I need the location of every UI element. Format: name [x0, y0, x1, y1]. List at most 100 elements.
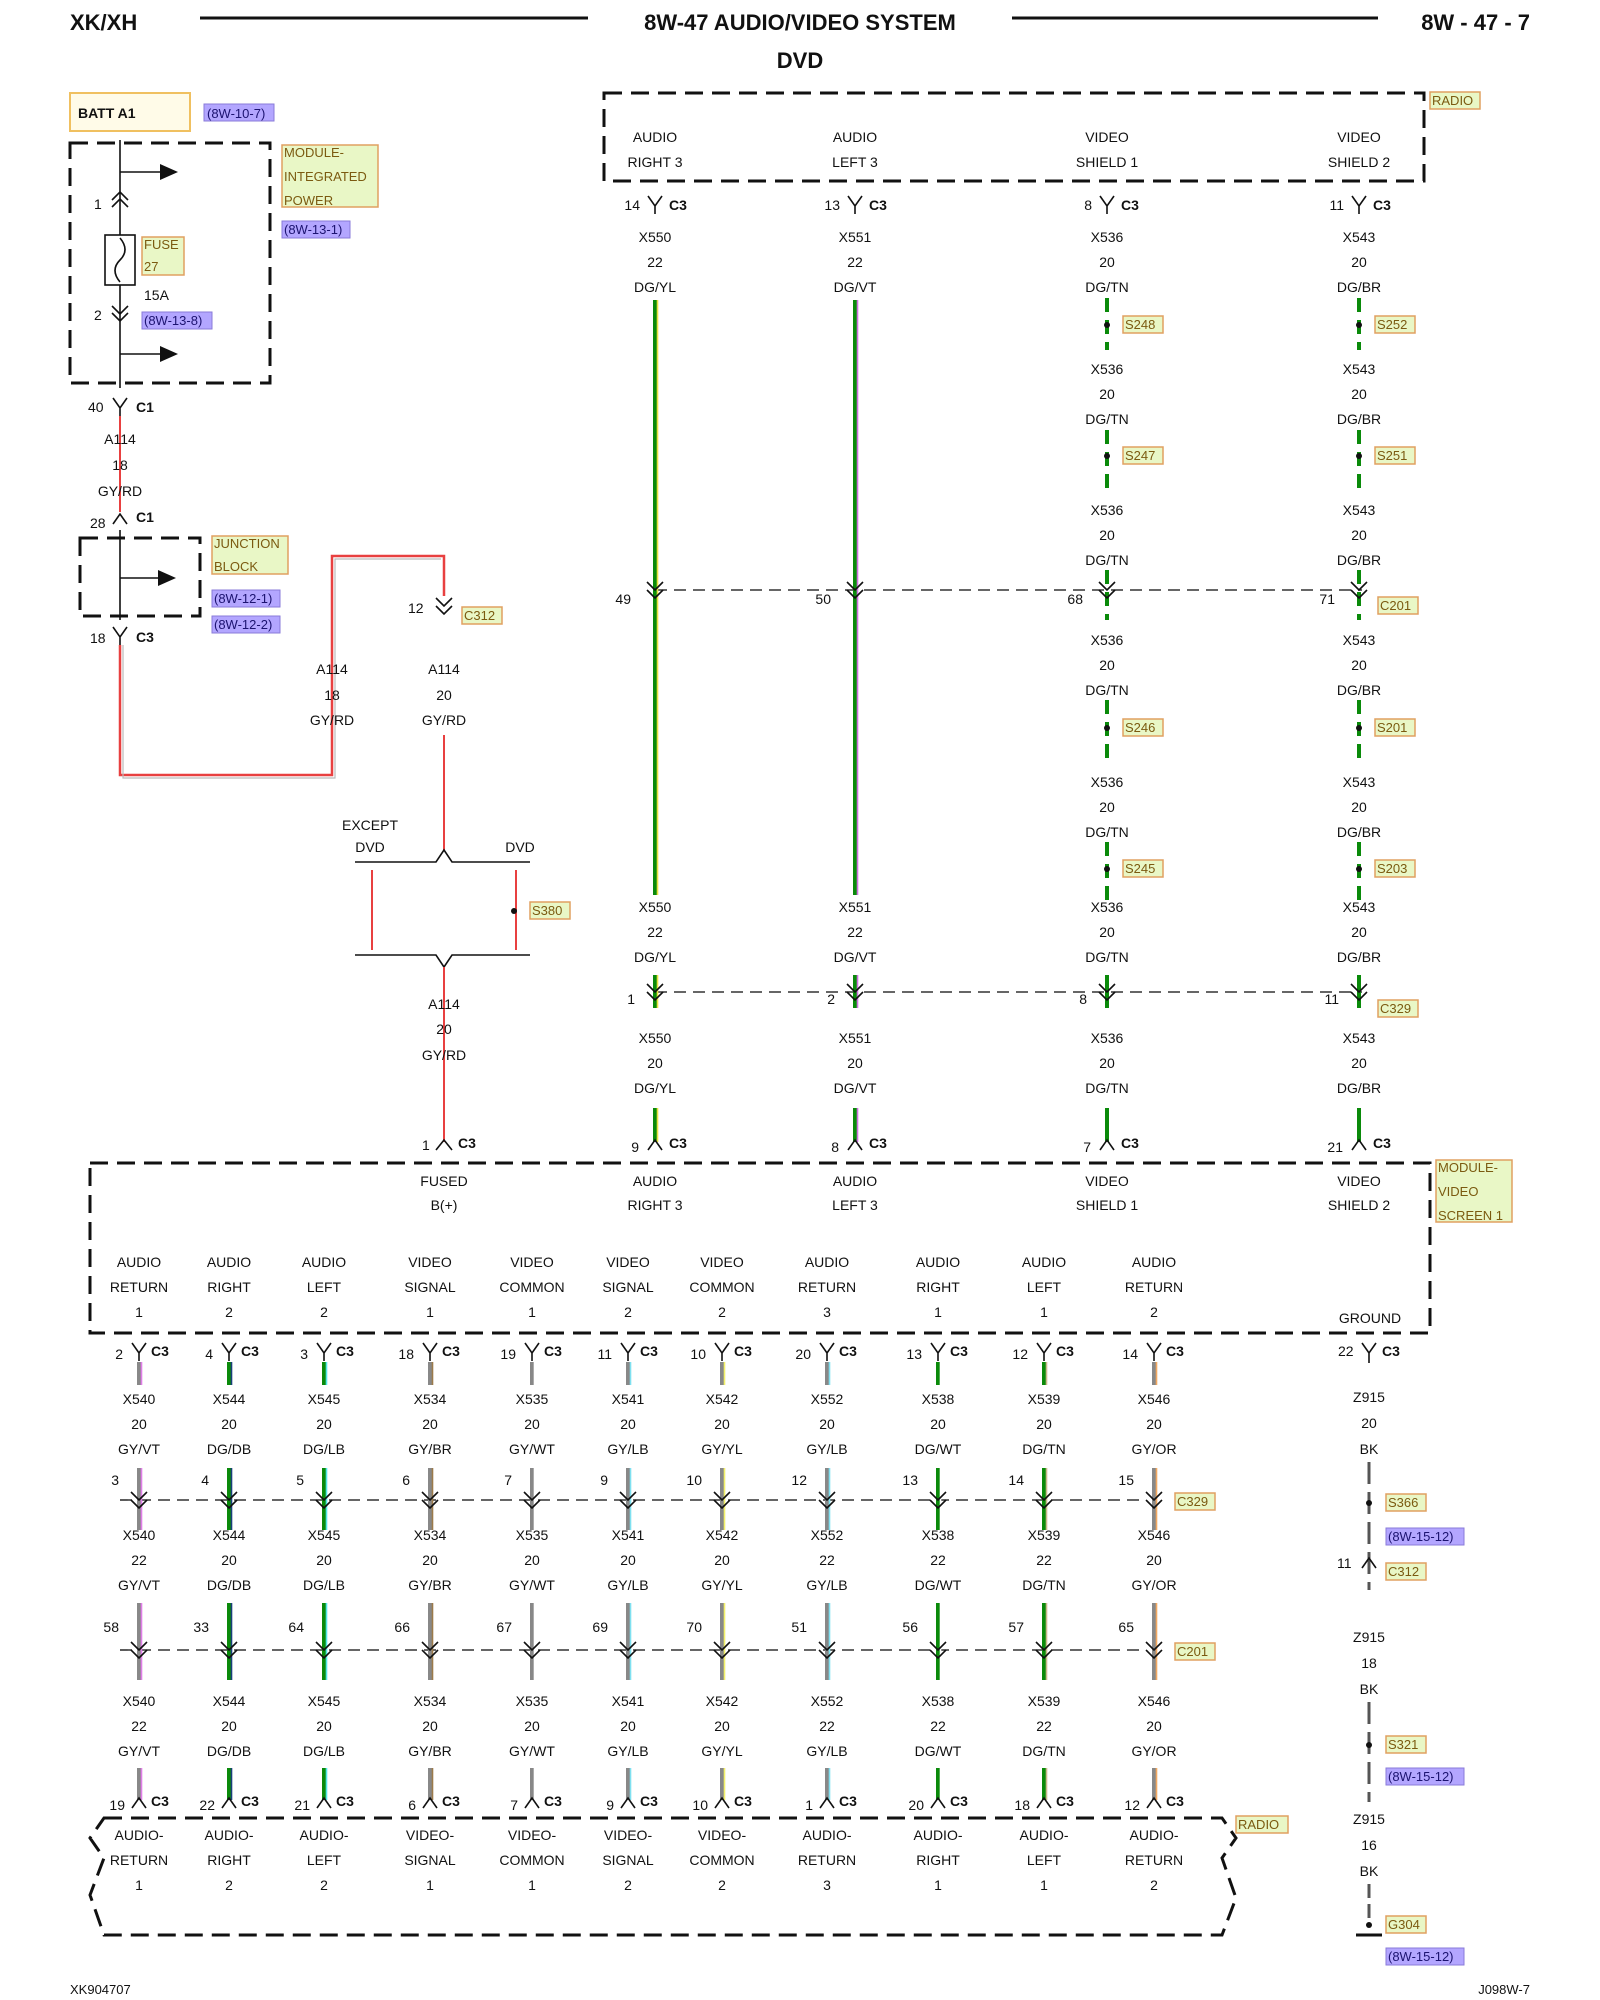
radio-wire-b-name: X543 [1343, 361, 1376, 377]
ipm-arrowhead-2 [160, 346, 178, 362]
vsm-pin-label-2: 2 [624, 1304, 632, 1320]
radio-wire-g-color: DG/BR [1337, 1080, 1381, 1096]
bottom-c201-symbol [929, 1641, 947, 1660]
bottom-w1-gauge: 20 [524, 1416, 540, 1432]
bottom-w1-gauge: 20 [714, 1416, 730, 1432]
bottom-w1-name: X535 [516, 1391, 549, 1407]
g304-ref[interactable]: (8W-15-12) [1388, 1949, 1454, 1964]
ipm-ref[interactable]: (8W-13-1) [284, 222, 342, 237]
wire-a114-jb-loop [118, 554, 446, 777]
vsm-bottom-pin-symbol [714, 1342, 730, 1361]
bottom-w2-name: X535 [516, 1527, 549, 1543]
c201-pin: 71 [1319, 591, 1335, 607]
fuse-ref-tag[interactable] [141, 311, 213, 330]
radio-bottom-conn: C3 [734, 1793, 752, 1809]
s366-ref-tag[interactable] [1385, 1527, 1465, 1546]
c1-40-symbol [112, 397, 128, 416]
radio-wire-f-gauge: 22 [847, 924, 863, 940]
c329-top-tag [1377, 999, 1419, 1018]
bottom-w1-color: GY/LB [607, 1441, 648, 1457]
radio-wire-a-color: DG/TN [1085, 279, 1129, 295]
bottom-c329-symbol [523, 1491, 541, 1510]
bottom-w2-gauge: 20 [221, 1552, 237, 1568]
radio-wire-d-gauge: 20 [1099, 657, 1115, 673]
bottom-w2-color: DG/DB [207, 1577, 251, 1593]
radio-bottom-conn: C3 [1166, 1793, 1184, 1809]
bottom-c329-pin: 15 [1118, 1472, 1134, 1488]
header-page: 8W - 47 - 7 [1421, 10, 1530, 35]
c329-pin: 11 [1324, 991, 1339, 1007]
radio-wire-e-color: DG/TN [1085, 824, 1129, 840]
bottom-c329-symbol [818, 1491, 836, 1510]
bottom-c201-symbol [1035, 1641, 1053, 1660]
s321-ref-tag[interactable] [1385, 1767, 1465, 1786]
bottom-w3-gauge: 20 [524, 1718, 540, 1734]
vsm-pin-label-2: 2 [718, 1304, 726, 1320]
wire-a114-1-name: A114 [104, 431, 136, 447]
bottom-w1-name: X545 [308, 1391, 341, 1407]
bottom-w3-name: X539 [1028, 1693, 1061, 1709]
bottom-c201-pin: 51 [791, 1619, 807, 1635]
fuse-tag-1: FUSE [144, 237, 179, 252]
fuse-tag-2: 27 [144, 259, 158, 274]
radio-wire-g-gauge: 20 [1099, 1055, 1115, 1071]
vsm-bottom-pin-symbol [221, 1342, 237, 1361]
radio-wire-b-gauge: 20 [1099, 386, 1115, 402]
radio-bottom-pin: 19 [109, 1797, 125, 1813]
g304-ref-tag[interactable] [1385, 1947, 1465, 1966]
radio-pin-symbol [647, 195, 663, 214]
radio-bottom-conn: C3 [950, 1793, 968, 1809]
s366-ref[interactable]: (8W-15-12) [1388, 1529, 1454, 1544]
vsm-label-1: MODULE- [1438, 1160, 1498, 1175]
ground-chain: 22 C3 Z915 20 BK S366 (8W-15-12) 11 C312… [1337, 1342, 1465, 1966]
radio-pin-label-1: RETURN [110, 1852, 168, 1868]
bottom-c329-symbol [619, 1491, 637, 1510]
bottom-c329-pin: 5 [296, 1472, 304, 1488]
bottom-c329-symbol [1145, 1491, 1163, 1510]
jb-ref1[interactable]: (8W-12-1) [214, 591, 272, 606]
splice-b-label: S247 [1125, 448, 1155, 463]
bottom-c201-pin: 58 [103, 1619, 119, 1635]
s366-label: S366 [1388, 1495, 1418, 1510]
batt-ref[interactable]: (8W-10-7) [207, 106, 265, 121]
radio-pin-label-0: VIDEO- [698, 1827, 747, 1843]
s366-tag [1385, 1493, 1427, 1512]
jb-ref2[interactable]: (8W-12-2) [214, 617, 272, 632]
bottom-w1-name: X538 [922, 1391, 955, 1407]
jb-ref1-tag[interactable] [211, 589, 281, 608]
bottom-w3-name: X546 [1138, 1693, 1171, 1709]
s321-ref[interactable]: (8W-15-12) [1388, 1769, 1454, 1784]
radio-wire-g-color: DG/YL [634, 1080, 676, 1096]
vsm-pin-label-0: AUDIO [1022, 1254, 1066, 1270]
wire-a114-3-color: GY/RD [422, 712, 466, 728]
radio-top-label: RADIO [1432, 93, 1473, 108]
radio-pin-label-2: 1 [934, 1877, 942, 1893]
radio-bottom-pin: 9 [606, 1797, 614, 1813]
option-except-2: DVD [355, 839, 385, 855]
radio-channel-name-1: AUDIO [633, 129, 677, 145]
radio-bottom-conn: C3 [442, 1793, 460, 1809]
vsm-bottom-pin: 19 [500, 1346, 516, 1362]
s321-label: S321 [1388, 1737, 1418, 1752]
wire-a114-jb-loop-shadow [122, 558, 441, 779]
batt-ref-tag[interactable] [203, 103, 275, 122]
ipm-ref-tag[interactable] [281, 220, 351, 239]
c201-pin: 49 [615, 591, 631, 607]
fuse-ref[interactable]: (8W-13-8) [144, 313, 202, 328]
ground-w1-color: BK [1360, 1441, 1379, 1457]
bottom-w1-gauge: 20 [819, 1416, 835, 1432]
bottom-w2-gauge: 20 [714, 1552, 730, 1568]
radio-bottom-pin: 18 [1014, 1797, 1030, 1813]
splice-b-dot [1356, 453, 1362, 459]
jb-ref2-tag[interactable] [211, 615, 281, 634]
c1-28-symbol [112, 512, 128, 525]
vsm-pin-label-0: VIDEO [510, 1254, 554, 1270]
radio-wire-a-color: DG/VT [834, 279, 877, 295]
vsm-bottom-pin: 10 [690, 1346, 706, 1362]
radio-channel-name-1: AUDIO [833, 129, 877, 145]
